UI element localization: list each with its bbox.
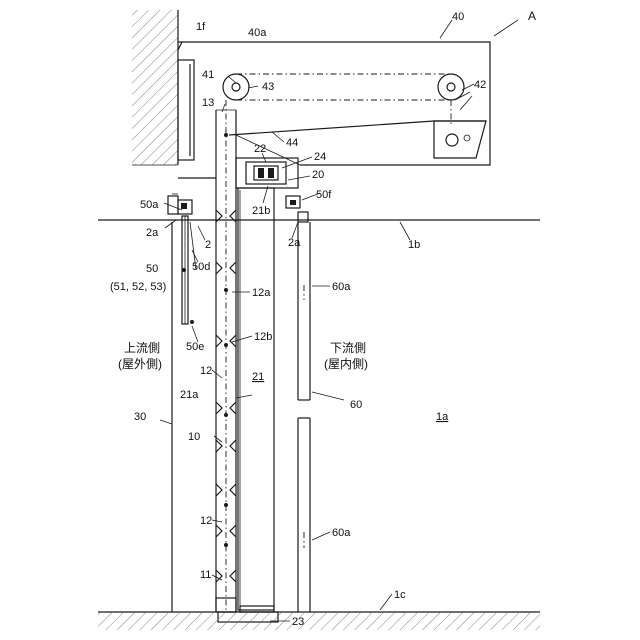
label-23: 23 <box>292 616 304 628</box>
label-50d: 50d <box>192 261 210 273</box>
label-30: 30 <box>134 411 146 423</box>
label-2a-left: 2a <box>146 227 159 239</box>
label-40: 40 <box>452 11 464 23</box>
label-21b: 21b <box>252 205 270 217</box>
label-2: 2 <box>205 239 211 251</box>
label-11: 11 <box>200 569 211 581</box>
guide-rail-13 <box>178 100 300 612</box>
label-A: A <box>528 9 536 23</box>
label-50-sub: (51, 52, 53) <box>110 281 166 293</box>
label-44: 44 <box>286 137 298 149</box>
frame-40 <box>178 42 490 165</box>
drive-unit-20 <box>236 158 298 188</box>
label-13: 13 <box>202 97 214 109</box>
label-21: 21 <box>252 371 264 383</box>
label-downstream-sub: (屋内側) <box>324 357 368 371</box>
label-21a: 21a <box>180 389 199 401</box>
label-20: 20 <box>312 169 324 181</box>
sprocket-chain <box>223 74 472 125</box>
label-43: 43 <box>262 81 274 93</box>
label-60a-bot: 60a <box>332 527 351 539</box>
label-12a: 12a <box>252 287 271 299</box>
label-12b: 12b <box>254 331 272 343</box>
label-50e: 50e <box>186 341 204 353</box>
label-12-top: 12 <box>200 365 212 377</box>
label-41: 41 <box>202 69 214 81</box>
label-42: 42 <box>474 79 486 91</box>
right-stopper-50f <box>286 196 308 222</box>
label-40a: 40a <box>248 27 267 39</box>
label-1a: 1a <box>436 411 449 423</box>
upper-wall-1f <box>132 10 194 165</box>
label-upstream-sub: (屋外側) <box>118 357 162 371</box>
label-1c: 1c <box>394 589 406 601</box>
label-2a-right: 2a <box>288 237 301 249</box>
label-24: 24 <box>314 151 326 163</box>
ground-1c <box>98 612 540 630</box>
label-50: 50 <box>146 263 158 275</box>
label-10: 10 <box>188 431 200 443</box>
label-60a-top: 60a <box>332 281 351 293</box>
label-downstream: 下流側 <box>330 341 366 355</box>
right-wall-60 <box>298 222 310 612</box>
label-1f: 1f <box>196 21 206 33</box>
panel-21 <box>238 188 274 610</box>
label-60: 60 <box>350 399 362 411</box>
label-50a: 50a <box>140 199 159 211</box>
label-50f: 50f <box>316 189 332 201</box>
label-12-bot: 12 <box>200 515 212 527</box>
label-22: 22 <box>254 143 266 155</box>
label-upstream: 上流側 <box>124 341 160 355</box>
label-1b: 1b <box>408 239 420 251</box>
